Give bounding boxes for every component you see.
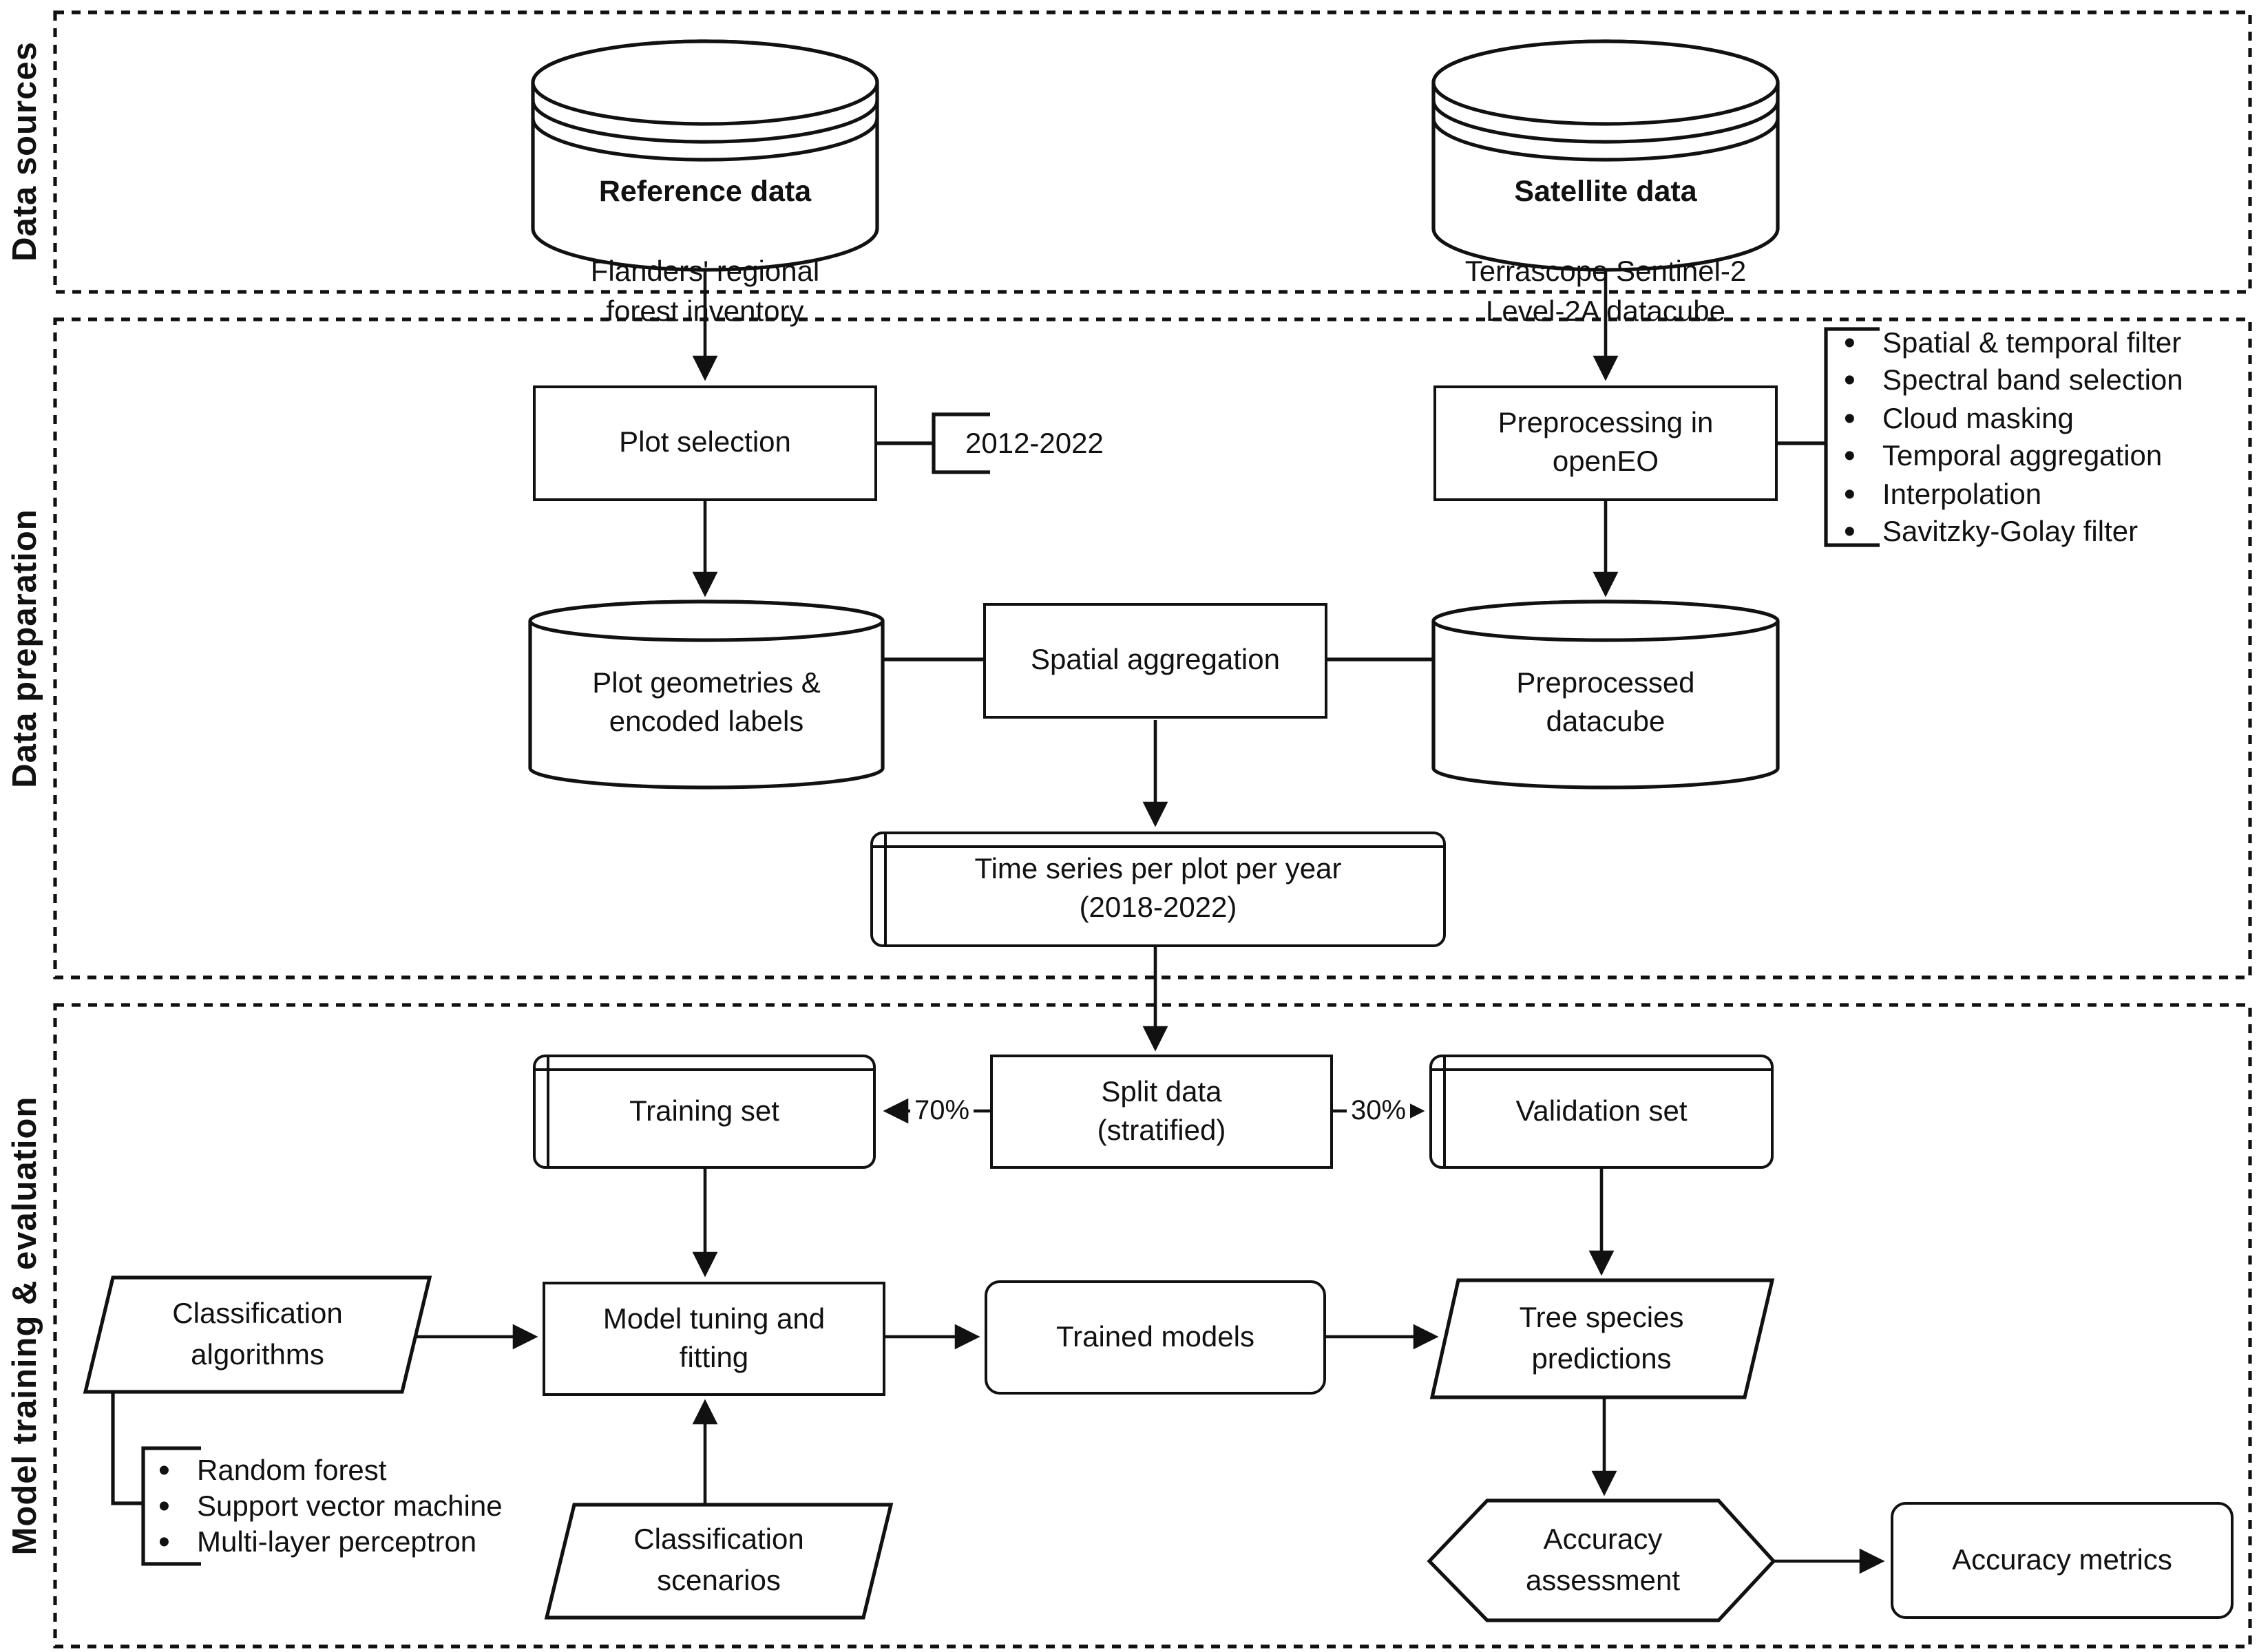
algorithm-options-list: Random forest Support vector machine Mul… [154, 1452, 526, 1563]
plot-selection-box: Plot selection [533, 385, 877, 501]
tree-species-predictions-parallelogram [1429, 1278, 1775, 1399]
classification-scenarios-parallelogram [544, 1503, 894, 1620]
model-tuning-box: Model tuning and fitting [543, 1282, 885, 1396]
list-item: Temporal aggregation [1840, 438, 2239, 476]
classification-scenarios-label: Classification scenarios [633, 1524, 804, 1597]
satellite-data-subtitle: Terrascope Sentinel-2 Level-2A datacube [1464, 256, 1747, 328]
plot-geometries-label: Plot geometries & encoded labels [592, 668, 821, 738]
split-data-box: Split data (stratified) [990, 1055, 1333, 1169]
reference-data-cylinder-icon [531, 39, 879, 272]
satellite-data-cylinder-icon [1431, 39, 1780, 272]
satellite-data-node: Satellite data Terrascope Sentinel-2 Lev… [1433, 132, 1778, 372]
preprocessed-datacube-cylinder-icon [1431, 600, 1780, 790]
preprocessing-steps-list: Spatial & temporal filter Spectral band … [1840, 325, 2239, 552]
list-item: Spectral band selection [1840, 363, 2239, 401]
algorithm-options-bracket [141, 1446, 201, 1566]
validation-set-box: Validation set [1429, 1055, 1774, 1169]
preprocessed-datacube-label: Preprocessed datacube [1516, 668, 1695, 738]
section-label-data-preparation: Data preparation [7, 509, 44, 788]
accuracy-assessment-label: Accuracy assessment [1525, 1524, 1681, 1597]
list-item: Cloud masking [1840, 401, 2239, 438]
time-series-box: Time series per plot per year (2018-2022… [870, 832, 1446, 947]
accuracy-metrics-box: Accuracy metrics [1891, 1502, 2234, 1619]
plot-selection-note-bracket [932, 412, 990, 474]
spatial-aggregation-box: Spatial aggregation [983, 603, 1327, 719]
list-item: Savitzky-Golay filter [1840, 514, 2239, 552]
reference-data-subtitle: Flanders' regional forest inventory [590, 256, 820, 328]
list-item: Random forest [154, 1452, 526, 1491]
section-data-sources-border [53, 10, 2252, 294]
training-set-box: Training set [533, 1055, 876, 1169]
list-item: Spatial & temporal filter [1840, 325, 2239, 363]
classification-algorithms-label: Classification algorithms [172, 1298, 343, 1370]
list-item: Multi-layer perceptron [154, 1524, 526, 1563]
training-split-percentage: 70% [910, 1096, 974, 1126]
preprocessing-box: Preprocessing in openEO [1433, 385, 1778, 501]
satellite-data-title: Satellite data [1514, 175, 1697, 208]
validation-split-percentage: 30% [1347, 1096, 1410, 1126]
plot-selection-period-note: 2012-2022 [965, 428, 1104, 460]
plot-geometries-cylinder-icon [528, 600, 885, 790]
section-data-preparation-border [53, 317, 2252, 979]
trained-models-box: Trained models [985, 1280, 1326, 1395]
tree-species-predictions-label: Tree species predictions [1519, 1302, 1684, 1375]
list-item: Support vector machine [154, 1488, 526, 1527]
algorithm-options-connector [111, 1393, 143, 1505]
section-label-data-sources: Data sources [7, 41, 44, 262]
section-label-model-training: Model training & evaluation [7, 1096, 44, 1556]
list-item: Interpolation [1840, 476, 2239, 514]
reference-data-title: Reference data [598, 175, 812, 208]
classification-algorithms-parallelogram [83, 1275, 432, 1394]
section-model-training-border [53, 1003, 2252, 1649]
reference-data-node: Reference data Flanders' regional forest… [533, 132, 877, 372]
